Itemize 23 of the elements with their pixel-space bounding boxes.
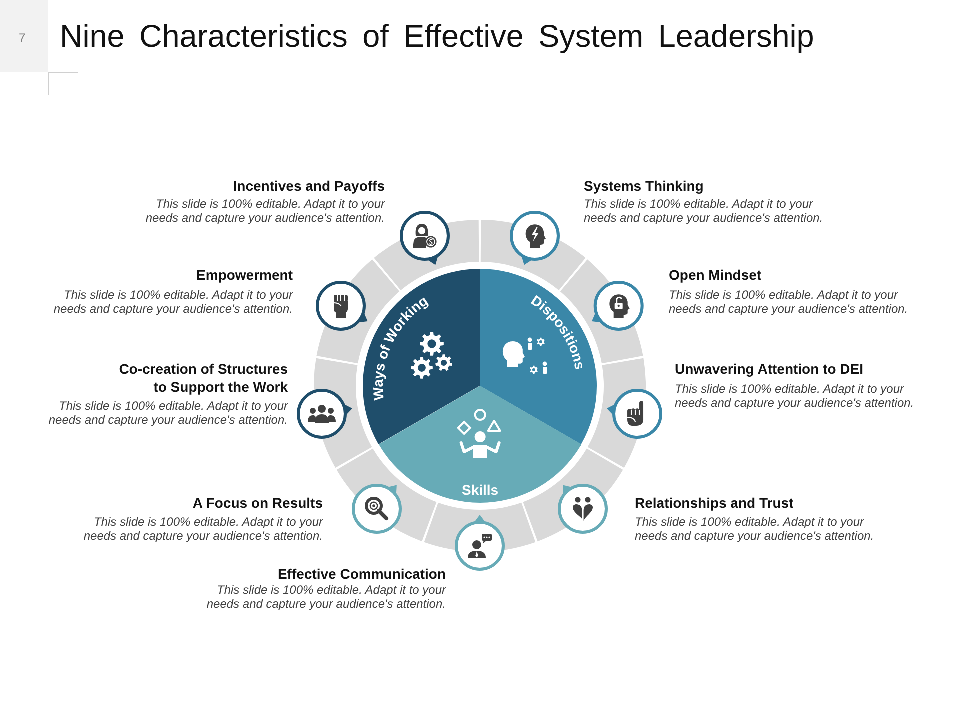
characteristic-heading: Effective Communication (278, 565, 446, 583)
characteristic-heading: Unwavering Attention to DEI (675, 360, 864, 378)
pie-sector (480, 269, 597, 444)
characteristic-description: This slide is 100% editable. Adapt it to your needs and capture your audience's attention. (635, 515, 876, 543)
page-number: 7 (19, 31, 26, 45)
slide-title: Nine Characteristics of Effective System Leadership (60, 19, 814, 53)
characteristic-description: This slide is 100% editable. Adapt it to your needs and capture your audience's attention. (669, 288, 910, 316)
pie-sector (363, 269, 480, 444)
characteristic-heading: Co-creation of Structures to Support the Work (118, 360, 288, 396)
characteristic-description: This slide is 100% editable. Adapt it to your needs and capture your audience's attention. (584, 197, 824, 225)
characteristic-heading: Incentives and Payoffs (233, 177, 385, 195)
characteristic-description: This slide is 100% editable. Adapt it to your needs and capture your audience's attention. (48, 399, 288, 427)
characteristic-heading: Open Mindset (669, 266, 762, 284)
characteristic-description: This slide is 100% editable. Adapt it to your needs and capture your audience's attention. (206, 583, 446, 611)
characteristic-heading: Relationships and Trust (635, 494, 794, 512)
characteristic-description: This slide is 100% editable. Adapt it to your needs and capture your audience's attention. (144, 197, 385, 225)
characteristic-description: This slide is 100% editable. Adapt it to your needs and capture your audience's attention. (675, 382, 916, 410)
characteristic-heading: A Focus on Results (192, 494, 323, 512)
sector-label: Skills (462, 482, 498, 498)
characteristic-description: This slide is 100% editable. Adapt it to your needs and capture your audience's attention. (82, 515, 323, 543)
characteristic-heading: Systems Thinking (584, 177, 704, 195)
characteristic-heading: Empowerment (196, 266, 293, 284)
characteristic-description: This slide is 100% editable. Adapt it to your needs and capture your audience's attention. (52, 288, 293, 316)
